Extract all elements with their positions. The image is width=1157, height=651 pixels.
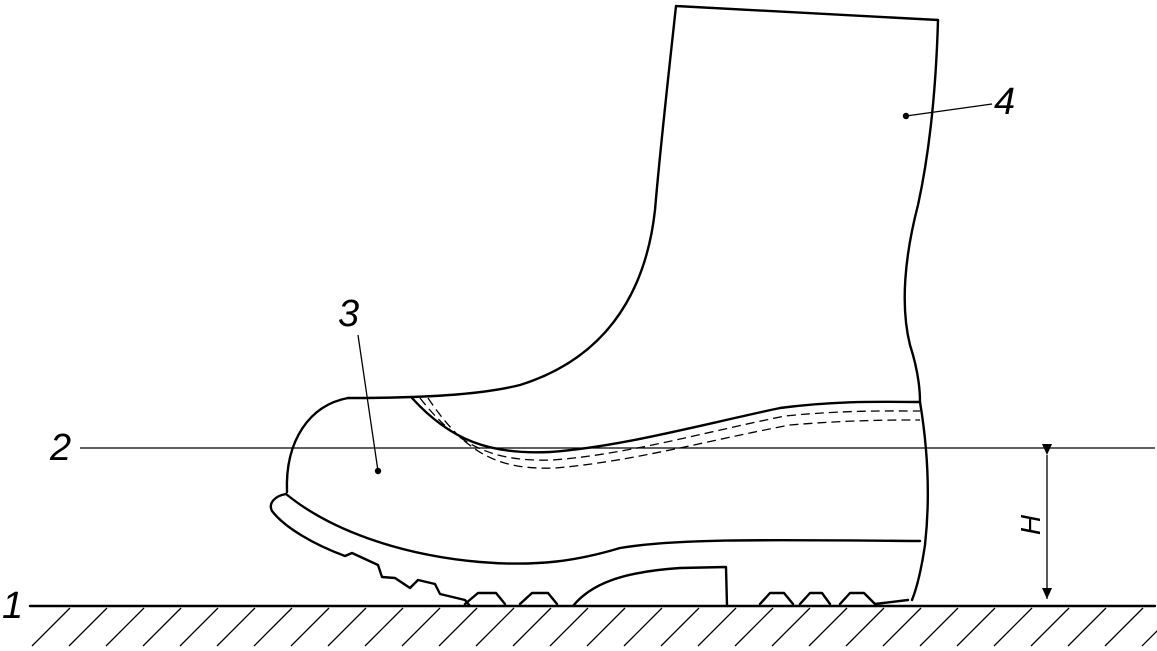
hatch-line [68,607,108,647]
label-boot-lower: 3 [338,293,359,335]
hatch-line [734,607,774,647]
label-boot-upper: 4 [994,81,1015,123]
hatch-line [1067,607,1107,647]
hatch-line [1141,630,1157,647]
sole-tread-heel [758,591,910,606]
vamp-seam [410,396,922,454]
label-ground: 1 [2,585,23,627]
sole-top-line [284,492,922,565]
hatch-line [216,607,256,647]
label-height: H [1015,514,1046,535]
hatch-line [475,607,515,647]
hatch-line [919,607,959,647]
boot-shaft-outline [346,4,940,404]
sole-tread-front [463,591,559,606]
hatch-line [623,607,663,647]
hatch-line [31,607,71,647]
hatch-line [956,607,996,647]
hatch-line [771,607,811,647]
hatch-line [1030,607,1070,647]
leader-dot-3 [374,467,382,475]
vamp-stitching-1 [419,397,921,461]
hatch-line [1104,607,1144,647]
hatch-line [105,607,145,647]
hatch-line [882,607,922,647]
hatch-line [512,607,552,647]
hatch-line [845,607,885,647]
leader-dot-4 [902,112,910,120]
boot-lower-outline [285,396,350,494]
hatch-line [364,607,404,647]
hatch-line [438,607,478,647]
vamp-stitching-2 [427,397,921,469]
hatch-line [808,607,848,647]
hatch-line [401,607,441,647]
leader-line-3 [357,334,379,472]
label-level-line: 2 [49,427,71,469]
hatch-line [697,607,737,647]
hatch-line [290,607,330,647]
leader-line-4 [905,103,993,117]
hatch-line [253,607,293,647]
hatch-line [993,607,1033,647]
sole-toe-profile [269,492,472,608]
hatch-line [549,607,589,647]
ground-hatching [31,607,1157,647]
heel-back-line [910,400,929,602]
sole-arch [571,565,729,608]
hatch-line [327,607,367,647]
hatch-line [142,607,182,647]
hatch-line [586,607,626,647]
hatch-line [660,607,700,647]
hatch-line [179,607,219,647]
